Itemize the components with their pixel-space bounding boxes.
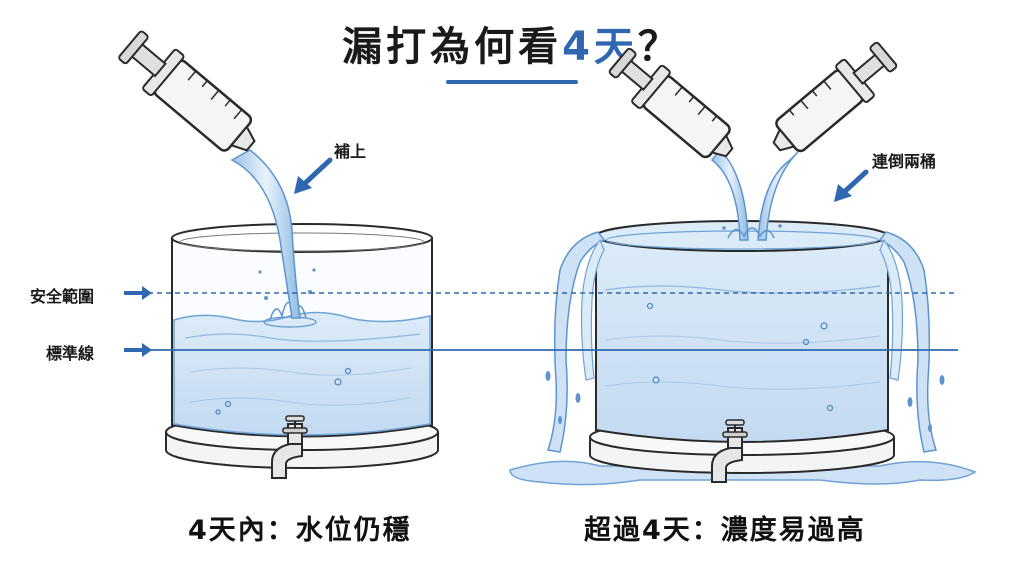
- safe-range-label: 安全範圍: [30, 287, 95, 306]
- faucet-icon: [711, 419, 748, 483]
- left-caption: 4天內：水位仍穩: [188, 515, 412, 546]
- right-barrel: [509, 148, 977, 486]
- safe-range-line: [124, 286, 958, 300]
- syringe-icon: [772, 41, 898, 153]
- standard-line-label: 標準線: [46, 344, 95, 363]
- syringe-icon: [608, 47, 734, 159]
- arrow-icon: [294, 157, 333, 194]
- left-barrel: [165, 149, 439, 479]
- title-main: 漏打為何看: [342, 24, 563, 70]
- faucet-icon: [271, 415, 308, 479]
- right-caption: 超過4天：濃度易過高: [584, 515, 866, 546]
- left-arrow-label: 補上: [334, 142, 367, 161]
- standard-line: [124, 343, 958, 357]
- right-arrow-label: 連倒兩桶: [872, 152, 937, 171]
- arrow-icon: [834, 169, 869, 202]
- title-suffix: ？: [637, 24, 682, 70]
- page-title: 漏打為何看4天？: [0, 14, 1024, 72]
- syringe-icon: [118, 30, 256, 152]
- title-underline: [446, 80, 578, 84]
